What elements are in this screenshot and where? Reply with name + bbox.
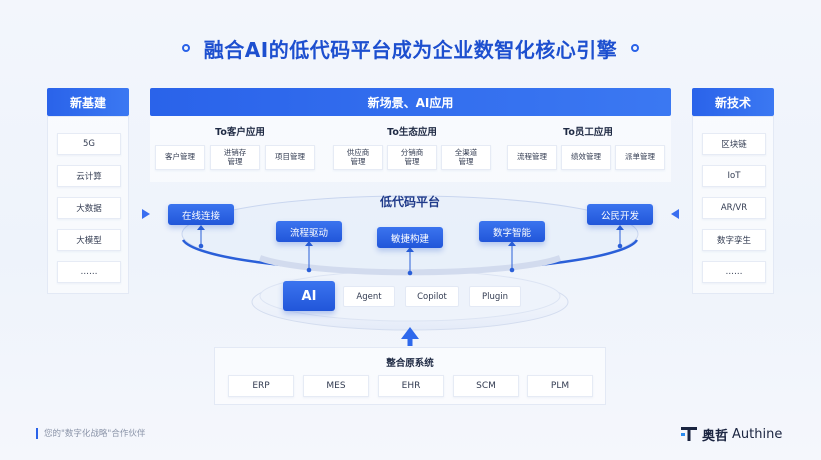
left-item: 大模型 (57, 229, 121, 251)
capability-online-connect: 在线连接 (168, 204, 234, 225)
lowcode-platform-title: 低代码平台 (379, 195, 440, 209)
app-item: 流程管理 (507, 145, 557, 170)
app-group-title: To客户应用 (215, 127, 265, 138)
right-column-header: 新技术 (692, 88, 774, 116)
right-item: AR/VR (702, 197, 766, 219)
left-item: 云计算 (57, 165, 121, 187)
left-item: …… (57, 261, 121, 283)
right-item: 数字孪生 (702, 229, 766, 251)
left-column-header: 新基建 (47, 88, 129, 116)
left-column-panel: 5G 云计算 大数据 大模型 …… (47, 116, 129, 294)
ai-core: AI (283, 281, 335, 311)
capability-citizen-dev: 公民开发 (587, 204, 653, 225)
footer-slogan: 您的"数字化战略"合作伙伴 (44, 429, 146, 439)
app-item: 进销存 管理 (210, 145, 260, 170)
capability-agile-build: 敏捷构建 (377, 227, 443, 248)
system-item: SCM (453, 375, 519, 397)
left-item: 5G (57, 133, 121, 155)
up-arrow-icon (401, 327, 419, 339)
right-item: IoT (702, 165, 766, 187)
app-item: 全渠道 管理 (441, 145, 491, 170)
brand-name-cn: 奥哲 (702, 428, 729, 444)
app-group-title: To员工应用 (563, 127, 613, 138)
top-section-header: 新场景、AI应用 (150, 88, 671, 116)
system-item: EHR (378, 375, 444, 397)
title-row: 融合AI的低代码平台成为企业数智化核心引擎 (0, 30, 821, 66)
app-item: 项目管理 (265, 145, 315, 170)
left-item: 大数据 (57, 197, 121, 219)
integration-title: 整合原系统 (386, 358, 434, 369)
footer-accent-bar (36, 427, 38, 439)
right-item: …… (702, 261, 766, 283)
footer-slogan-row: 您的"数字化战略"合作伙伴 (36, 427, 145, 439)
authine-logo-icon (681, 427, 697, 441)
ai-tool-copilot: Copilot (405, 286, 459, 307)
ai-tool-plugin: Plugin (469, 286, 521, 307)
capability-digital-intelligence: 数字智能 (479, 221, 545, 242)
system-item: MES (303, 375, 369, 397)
app-item: 供应商 管理 (333, 145, 383, 170)
app-group-title: To生态应用 (387, 127, 437, 138)
arrow-left-icon (671, 209, 679, 219)
capability-process-driven: 流程驱动 (276, 221, 342, 242)
system-item: PLM (527, 375, 593, 397)
title-dot-right (631, 44, 640, 52)
inner-ring (258, 255, 562, 276)
app-item: 分销商 管理 (387, 145, 437, 170)
app-item: 客户管理 (155, 145, 205, 170)
brand-logo: 奥哲 Authine (680, 424, 782, 444)
page-title: 融合AI的低代码平台成为企业数智化核心引擎 (203, 37, 618, 62)
right-column-panel: 区块链 IoT AR/VR 数字孪生 …… (692, 116, 774, 294)
right-item: 区块链 (702, 133, 766, 155)
title-dot-left (181, 44, 190, 52)
ai-tool-agent: Agent (343, 286, 395, 307)
brand-name-en: Authine (732, 426, 783, 442)
app-item: 派单管理 (615, 145, 665, 170)
system-item: ERP (228, 375, 294, 397)
connector-dots (198, 243, 623, 276)
app-item: 绩效管理 (561, 145, 611, 170)
arrow-right-icon (142, 209, 150, 219)
